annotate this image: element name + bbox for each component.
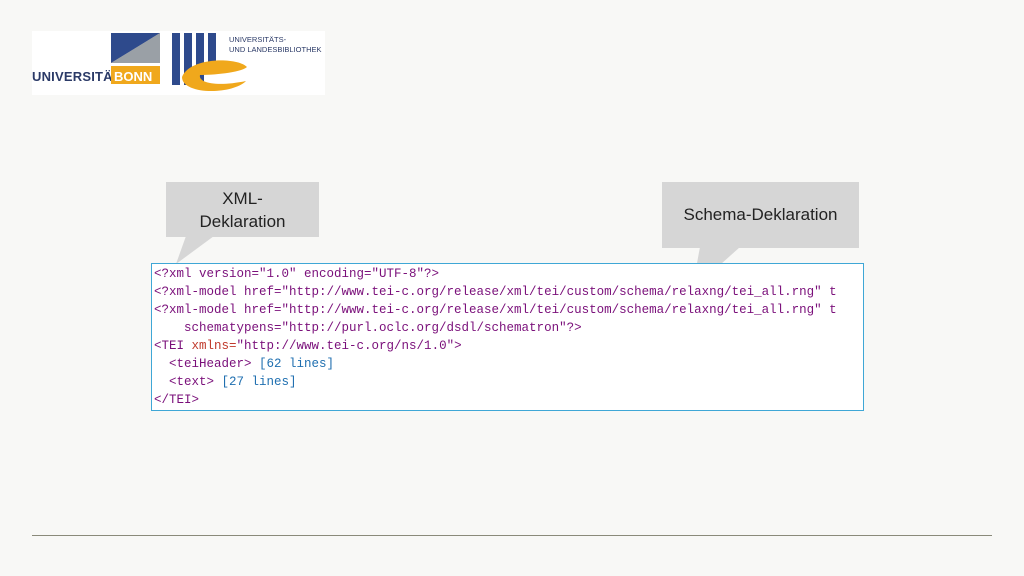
code-line-6-tag: <teiHeader> (154, 357, 252, 371)
logo-graphic-icon (111, 33, 247, 92)
collapsed-lines-indicator[interactable]: [62 lines] (251, 357, 335, 371)
code-line-6[interactable]: <teiHeader> [62 lines] (154, 355, 334, 373)
code-line-5-value: "http://www.tei-c.org/ns/1.0"> (236, 339, 462, 353)
code-line-5: <TEI xmlns="http://www.tei-c.org/ns/1.0"… (154, 337, 462, 355)
code-line-5-attr: xmlns= (184, 339, 237, 353)
code-line-4: schematypens="http://purl.oclc.org/dsdl/… (154, 321, 582, 335)
schema-declaration-label: Schema-Deklaration (683, 205, 838, 224)
university-logo: UNIVERSITÄT BONN UNIVERSITÄTS- UND LANDE… (32, 31, 325, 95)
xml-declaration-callout: XML- Deklaration (166, 182, 319, 237)
university-name: UNIVERSITÄT (32, 69, 121, 84)
xml-declaration-label: XML- Deklaration (199, 188, 286, 231)
code-line-3: <?xml-model href="http://www.tei-c.org/r… (154, 303, 837, 317)
code-line-8: </TEI> (154, 393, 200, 407)
code-line-5-tag: <TEI (154, 339, 185, 353)
library-name: UNIVERSITÄTS- UND LANDESBIBLIOTHEK (229, 35, 322, 55)
xml-callout-pointer (176, 236, 214, 264)
code-line-7[interactable]: <text> [27 lines] (154, 373, 297, 391)
footer-divider (32, 535, 992, 536)
code-line-1-rest: version="1.0" encoding="UTF-8"?> (191, 267, 440, 281)
collapsed-lines-indicator[interactable]: [27 lines] (214, 375, 297, 389)
code-line-1-tag: <?xml (154, 267, 192, 281)
library-name-line1: UNIVERSITÄTS- (229, 35, 287, 44)
code-line-1: <?xml version="1.0" encoding="UTF-8"?> (154, 265, 439, 283)
code-line-2: <?xml-model href="http://www.tei-c.org/r… (154, 285, 837, 299)
schema-declaration-callout: Schema-Deklaration (662, 182, 859, 248)
library-name-line2: UND LANDESBIBLIOTHEK (229, 45, 322, 54)
xml-code-box: <?xml version="1.0" encoding="UTF-8"?> <… (151, 263, 864, 411)
university-city: BONN (114, 69, 153, 84)
code-line-7-tag: <text> (154, 375, 215, 389)
bonn-badge (111, 66, 160, 84)
